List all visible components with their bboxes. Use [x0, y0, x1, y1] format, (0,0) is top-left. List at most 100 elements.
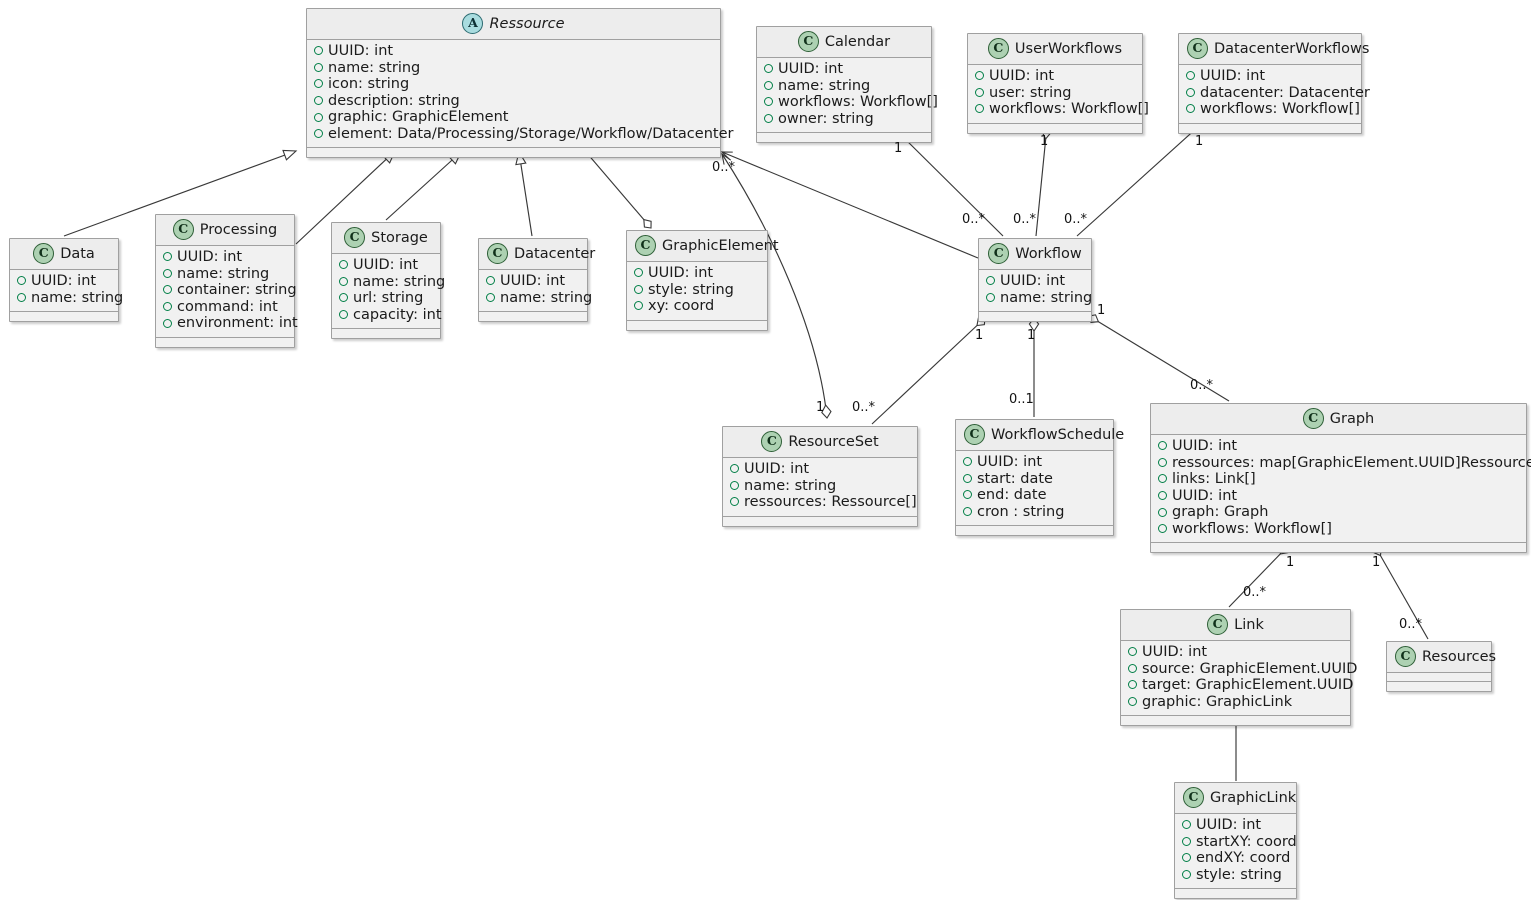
attribute-label: name: string — [744, 477, 837, 494]
attribute-row: environment: int — [163, 315, 298, 333]
attribute-label: end: date — [977, 487, 1047, 504]
attribute-label: name: string — [500, 289, 593, 306]
public-visibility-icon — [163, 268, 172, 278]
attribute-row: url: string — [339, 290, 432, 308]
attribute-row: UUID: int — [986, 273, 1083, 291]
attribute-label: UUID: int — [1200, 68, 1266, 84]
attribute-label: UUID: int — [1000, 273, 1066, 289]
class-icon: C — [1395, 646, 1416, 667]
attribute-label: UUID: int — [1172, 438, 1238, 454]
attribute-label: name: string — [177, 265, 270, 282]
multiplicity-label: 0..* — [1399, 617, 1423, 632]
public-visibility-icon — [764, 114, 773, 124]
public-visibility-icon — [634, 301, 643, 311]
class-methods-datacenterworkflows — [1179, 123, 1361, 133]
attribute-label: command: int — [177, 298, 278, 315]
attribute-label: style: string — [1196, 866, 1282, 883]
class-name-calendar: Calendar — [824, 33, 891, 50]
attribute-label: name: string — [1000, 289, 1093, 306]
attribute-label: target: GraphicElement.UUID — [1142, 677, 1354, 694]
public-visibility-icon — [764, 97, 773, 107]
attribute-row: target: GraphicElement.UUID — [1128, 677, 1353, 695]
attribute-label: workflows: Workflow[] — [1200, 101, 1360, 118]
public-visibility-icon — [1158, 507, 1167, 517]
attribute-label: ressources: map[GraphicElement.UUID]Ress… — [1172, 454, 1531, 471]
multiplicity-label: 0..* — [1190, 378, 1214, 393]
public-visibility-icon — [1186, 104, 1195, 114]
attribute-row: workflows: Workflow[] — [1186, 101, 1360, 119]
class-icon: C — [33, 243, 55, 264]
public-visibility-icon — [17, 292, 26, 302]
multiplicity-label: 0..* — [962, 212, 986, 227]
attribute-label: name: string — [31, 289, 124, 306]
attribute-label: UUID: int — [778, 61, 844, 77]
class-name-datacenter: Datacenter — [514, 245, 596, 262]
edge-ressource-graphicelement — [585, 151, 652, 229]
attribute-row: UUID: int — [730, 461, 909, 479]
attribute-label: url: string — [353, 290, 424, 307]
attribute-row: icon: string — [314, 76, 712, 94]
public-visibility-icon — [1128, 663, 1137, 673]
class-attributes-resources — [1387, 673, 1491, 682]
class-name-data: Data — [60, 245, 95, 262]
public-visibility-icon — [764, 64, 773, 74]
class-icon: C — [635, 235, 656, 256]
attribute-row: links: Link[] — [1158, 471, 1518, 489]
public-visibility-icon — [163, 302, 172, 312]
class-methods-userworkflows — [968, 123, 1142, 133]
public-visibility-icon — [1158, 474, 1167, 484]
attribute-row: name: string — [730, 477, 909, 496]
attribute-label: UUID: int — [1172, 487, 1238, 504]
attribute-row: UUID: int — [17, 273, 110, 291]
attribute-row: source: GraphicElement.UUID — [1128, 661, 1357, 679]
public-visibility-icon — [1128, 680, 1137, 690]
class-icon: C — [797, 31, 819, 52]
class-methods-resources — [1387, 682, 1491, 691]
class-icon: C — [1187, 38, 1208, 59]
class-name-graph: Graph — [1329, 410, 1375, 427]
attribute-label: workflows: Workflow[] — [1172, 520, 1332, 537]
multiplicity-label: 0..* — [712, 160, 736, 175]
multiplicity-label: 0..* — [1243, 585, 1267, 600]
public-visibility-icon — [314, 46, 323, 56]
public-visibility-icon — [975, 87, 984, 97]
attribute-label: UUID: int — [353, 257, 419, 273]
attribute-label: description: string — [328, 92, 460, 109]
attribute-row: owner: string — [764, 111, 923, 129]
attribute-label: UUID: int — [177, 249, 243, 265]
multiplicity-label: 0..* — [1013, 212, 1037, 227]
attribute-row: name: string — [314, 60, 712, 78]
class-name-workflowschedule: WorkflowSchedule — [991, 426, 1125, 443]
public-visibility-icon — [1158, 524, 1167, 534]
class-icon: C — [987, 38, 1009, 59]
attribute-label: UUID: int — [500, 273, 566, 289]
attribute-label: name: string — [778, 77, 871, 94]
attribute-row: UUID: int — [1186, 68, 1353, 86]
class-name-graphicelement: GraphicElement — [662, 237, 779, 254]
